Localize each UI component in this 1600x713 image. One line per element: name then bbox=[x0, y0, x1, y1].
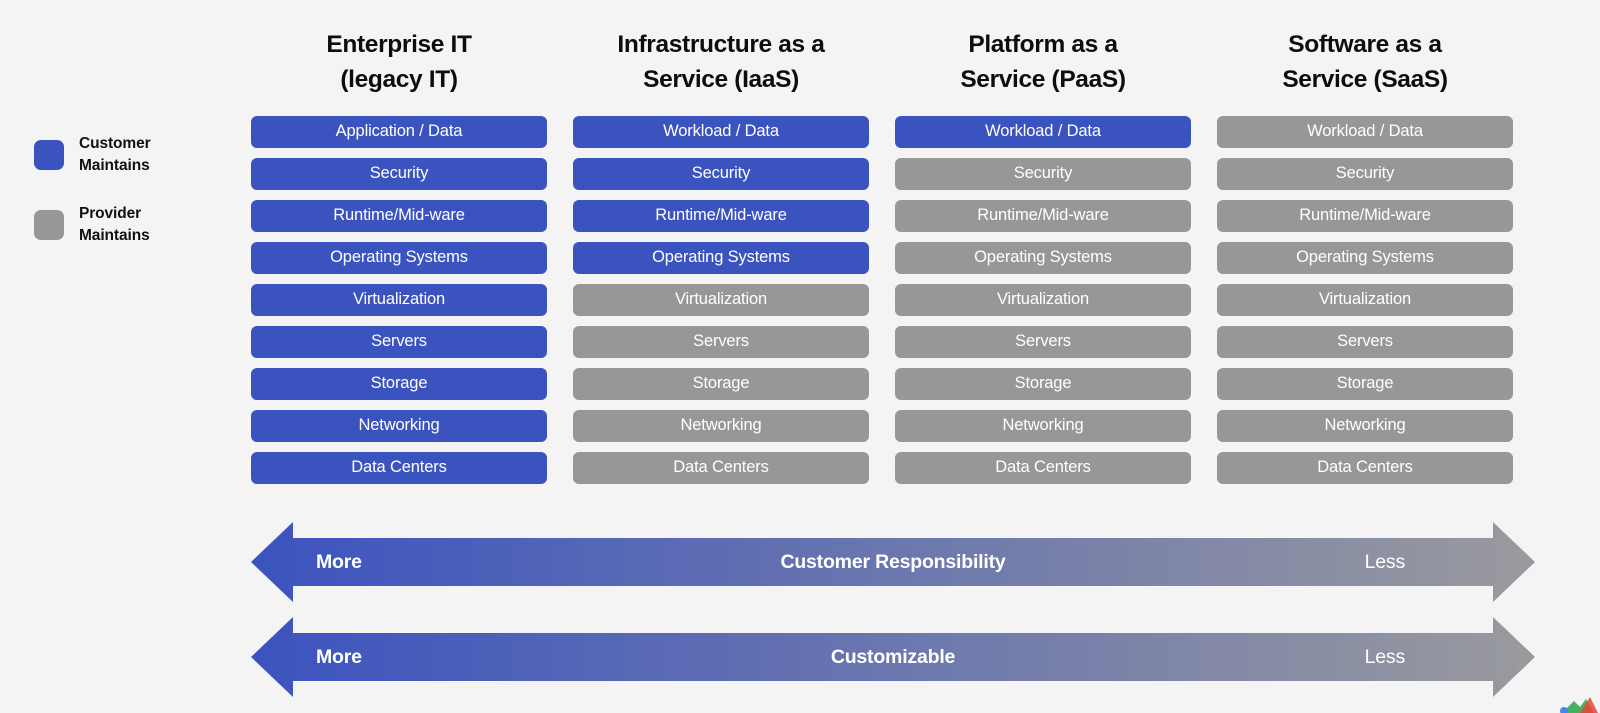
legend-item-label: Provider Maintains bbox=[79, 205, 150, 244]
banner-customizable: More Customizable Less bbox=[251, 614, 1535, 700]
layer-pill: Application / Data bbox=[251, 115, 547, 148]
layer-pill: Operating Systems bbox=[251, 241, 547, 274]
layer-pill: Runtime/Mid-ware bbox=[895, 199, 1191, 232]
banner-left-label: More bbox=[316, 550, 362, 573]
layer-pill: Servers bbox=[1217, 325, 1513, 358]
layer-pill: Runtime/Mid-ware bbox=[1217, 199, 1513, 232]
layer-pill: Workload / Data bbox=[1217, 115, 1513, 148]
layer-pill: Storage bbox=[251, 367, 547, 400]
layer-pill: Data Centers bbox=[895, 451, 1191, 484]
layer-pill: Virtualization bbox=[1217, 283, 1513, 316]
column-title: Platform as a Service (PaaS) bbox=[960, 31, 1126, 93]
layer-pill: Data Centers bbox=[1217, 451, 1513, 484]
layer-pill: Virtualization bbox=[573, 283, 869, 316]
layer-pill: Security bbox=[251, 157, 547, 190]
banner-center-label: Customizable bbox=[830, 645, 956, 668]
layer-pill: Data Centers bbox=[573, 451, 869, 484]
corner-logo-artifact bbox=[1540, 687, 1600, 713]
column-header-row: Enterprise IT (legacy IT) Infrastructure… bbox=[251, 28, 1535, 98]
legend-item-provider: Provider Maintains bbox=[34, 203, 151, 247]
layer-pill: Operating Systems bbox=[895, 241, 1191, 274]
layer-pill: Security bbox=[895, 157, 1191, 190]
legend-item-label: Customer Maintains bbox=[79, 135, 151, 174]
banner-right-label: Less bbox=[1364, 550, 1406, 573]
layer-pill: Networking bbox=[251, 409, 547, 442]
column-title: Software as a Service (SaaS) bbox=[1282, 31, 1448, 93]
layer-pill: Workload / Data bbox=[895, 115, 1191, 148]
column-paas: Platform as a Service (PaaS) bbox=[895, 28, 1191, 98]
layer-pill: Storage bbox=[1217, 367, 1513, 400]
layer-pill: Storage bbox=[573, 367, 869, 400]
layer-pill: Security bbox=[1217, 157, 1513, 190]
banner-labels: More Customizable Less bbox=[251, 635, 1535, 679]
column-iaas: Infrastructure as a Service (IaaS) bbox=[573, 28, 869, 98]
column-enterprise-it: Enterprise IT (legacy IT) bbox=[251, 28, 547, 98]
banner-center-label: Customer Responsibility bbox=[780, 550, 1006, 573]
responsibility-matrix: Enterprise IT (legacy IT) Infrastructure… bbox=[251, 28, 1535, 484]
layer-pill: Servers bbox=[573, 325, 869, 358]
layer-pill: Servers bbox=[251, 325, 547, 358]
layer-pill: Servers bbox=[895, 325, 1191, 358]
layer-pill: Workload / Data bbox=[573, 115, 869, 148]
legend: Customer Maintains Provider Maintains bbox=[34, 133, 151, 273]
column-saas: Software as a Service (SaaS) bbox=[1217, 28, 1513, 98]
legend-item-customer: Customer Maintains bbox=[34, 133, 151, 177]
column-title: Infrastructure as a Service (IaaS) bbox=[617, 31, 825, 93]
layer-pill: Security bbox=[573, 157, 869, 190]
banner-right-label: Less bbox=[1364, 645, 1406, 668]
layer-pill: Virtualization bbox=[895, 283, 1191, 316]
layer-pill: Operating Systems bbox=[573, 241, 869, 274]
banner-customer-responsibility: More Customer Responsibility Less bbox=[251, 522, 1535, 602]
column-title: Enterprise IT (legacy IT) bbox=[326, 31, 472, 93]
double-arrow-icon bbox=[251, 522, 1535, 602]
layer-pill: Runtime/Mid-ware bbox=[573, 199, 869, 232]
banner-left-label: More bbox=[316, 645, 362, 668]
double-arrow-icon bbox=[251, 617, 1535, 697]
layer-pill: Networking bbox=[573, 409, 869, 442]
layer-pill: Data Centers bbox=[251, 451, 547, 484]
layer-pill: Storage bbox=[895, 367, 1191, 400]
blue-square-swatch-icon bbox=[34, 140, 64, 170]
layer-pill: Networking bbox=[895, 409, 1191, 442]
banner-labels: More Customer Responsibility Less bbox=[251, 540, 1535, 584]
layer-pill: Runtime/Mid-ware bbox=[251, 199, 547, 232]
gray-square-swatch-icon bbox=[34, 210, 64, 240]
layer-pill: Virtualization bbox=[251, 283, 547, 316]
layer-pill: Operating Systems bbox=[1217, 241, 1513, 274]
layer-pill: Networking bbox=[1217, 409, 1513, 442]
